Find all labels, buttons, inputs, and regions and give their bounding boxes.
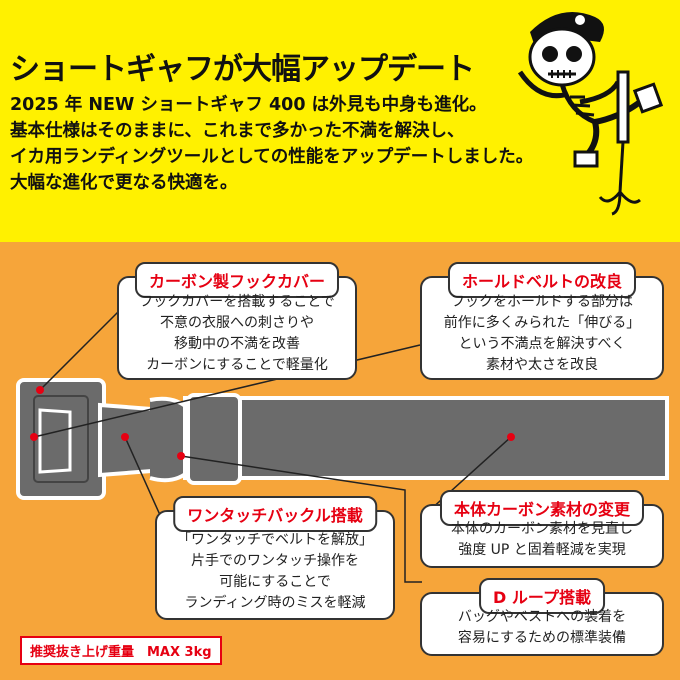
callout-line: 素材や太さを改良 [486,357,598,373]
callout-body: 本体のカーボン素材を見直し 強度 UP と固着軽減を実現 [422,519,662,561]
callout-line: 不意の衣服への刺さりや [160,315,314,331]
callout-line: フックカバーを搭載することで [139,294,335,310]
intro-line: 2025 年 NEW ショートギャフ 400 は外見も中身も進化。 [10,95,487,115]
callout-body: フックをホールドする部分は 前作に多くみられた「伸びる」 という不満点を解決すべ… [422,292,662,376]
callout-line: という不満点を解決すべく [458,336,626,352]
callout-carbon-hook-cover: カーボン製フックカバー フックカバーを搭載することで 不意の衣服への刺さりや 移… [117,262,357,380]
callout-one-touch-buckle: ワンタッチバックル搭載 「ワンタッチでベルトを解放」 片手でのワンタッチ操作を … [155,496,395,620]
callout-line: 移動中の不満を改善 [174,336,300,352]
callout-body: バッグやベストへの装着を 容易にするための標準装備 [422,607,662,649]
header-band: ショートギャフが大幅アップデート 2025 年 NEW ショートギャフ 400 … [0,0,680,242]
intro-line: イカ用ランディングツールとしての性能をアップデートしました。 [10,147,534,167]
callout-line: 前作に多くみられた「伸びる」 [443,315,641,331]
callout-d-loop: D ループ搭載 バッグやベストへの装着を 容易にするための標準装備 [420,578,664,656]
callout-line: 容易にするための標準装備 [457,630,627,646]
callout-hold-belt: ホールドベルトの改良 フックをホールドする部分は 前作に多くみられた「伸びる」 … [420,262,664,380]
intro-line: 基本仕様はそのままに、これまで多かった不満を解決し、 [10,121,465,141]
product-image [16,378,669,500]
callout-body-carbon: 本体カーボン素材の変更 本体のカーボン素材を見直し 強度 UP と固着軽減を実現 [420,490,664,568]
recommended-weight-note: 推奨抜き上げ重量 MAX 3kg [20,636,222,665]
callout-title: 本体カーボン素材の変更 [439,490,645,526]
callout-title: ホールドベルトの改良 [447,262,637,298]
callout-body: 「ワンタッチでベルトを解放」 片手でのワンタッチ操作を 可能にすることで ランデ… [157,530,393,614]
callout-line: 本体のカーボン素材を見直し [451,521,633,537]
callout-line: 可能にすることで [219,574,331,590]
intro-text: 2025 年 NEW ショートギャフ 400 は外見も中身も進化。 基本仕様はそ… [10,92,610,196]
callout-line: 「ワンタッチでベルトを解放」 [177,532,373,548]
callout-line: バッグやベストへの装着を [457,609,627,625]
callout-line: カーボンにすることで軽量化 [146,357,328,373]
callout-title: ワンタッチバックル搭載 [173,496,377,532]
callout-line: ランディング時のミスを軽減 [184,595,366,611]
callout-body: フックカバーを搭載することで 不意の衣服への刺さりや 移動中の不満を改善 カーボ… [119,292,355,376]
callout-title: カーボン製フックカバー [134,262,340,298]
callout-line: フックをホールドする部分は [451,294,633,310]
callout-title: D ループ搭載 [479,578,605,614]
callout-line: 片手でのワンタッチ操作を [191,553,359,569]
intro-line: 大幅な進化で更なる快適を。 [10,173,238,193]
skeleton-mascot-illustration [517,12,664,216]
callout-line: 強度 UP と固着軽減を実現 [458,542,626,558]
marker-dots [30,386,515,460]
headline: ショートギャフが大幅アップデート [10,52,475,87]
